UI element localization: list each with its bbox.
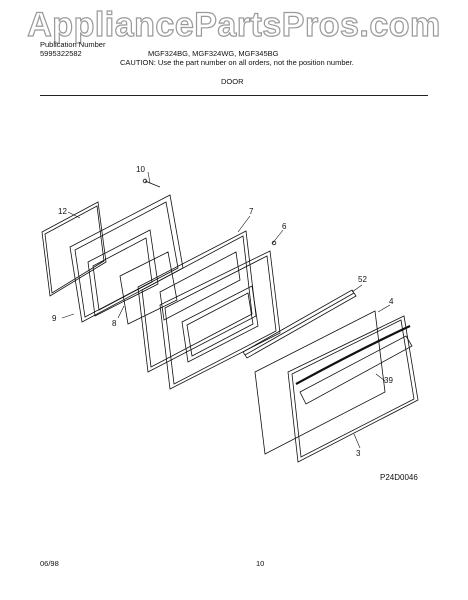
leader-lines bbox=[61, 171, 391, 449]
door-front-part bbox=[287, 315, 419, 463]
callout-12: 12 bbox=[58, 207, 67, 216]
callout-4: 4 bbox=[389, 297, 394, 306]
callout-39: 39 bbox=[384, 376, 393, 385]
callout-10: 10 bbox=[136, 165, 145, 174]
watermark-logo: AppliancePartsPros.com bbox=[27, 5, 441, 44]
callout-6: 6 bbox=[282, 222, 287, 231]
callout-7: 7 bbox=[249, 207, 254, 216]
trim-strip-part bbox=[242, 289, 357, 359]
glass-panel-part bbox=[119, 251, 178, 325]
page-number: 10 bbox=[256, 559, 265, 568]
outer-door-panel-part bbox=[254, 310, 386, 455]
caution-note: CAUTION: Use the part number on all orde… bbox=[120, 58, 354, 67]
footer-date: 06/98 bbox=[40, 559, 59, 568]
diagram-code: P24D0046 bbox=[380, 473, 418, 482]
inner-door-frame-part bbox=[69, 194, 184, 323]
publication-number: 5995322582 bbox=[40, 49, 82, 58]
window-frame-part bbox=[137, 230, 257, 373]
section-title: DOOR bbox=[221, 77, 244, 86]
callout-52: 52 bbox=[358, 275, 367, 284]
callout-8: 8 bbox=[112, 319, 117, 328]
callout-3: 3 bbox=[356, 449, 361, 458]
door-liner-part bbox=[159, 240, 281, 390]
header-divider bbox=[40, 95, 428, 96]
callout-9: 9 bbox=[52, 314, 57, 323]
screw-part bbox=[142, 178, 161, 188]
gasket-part bbox=[41, 201, 107, 297]
publication-label: Publication Number bbox=[40, 40, 106, 49]
model-list: MGF324BG, MGF324WG, MGF345BG bbox=[148, 49, 279, 58]
